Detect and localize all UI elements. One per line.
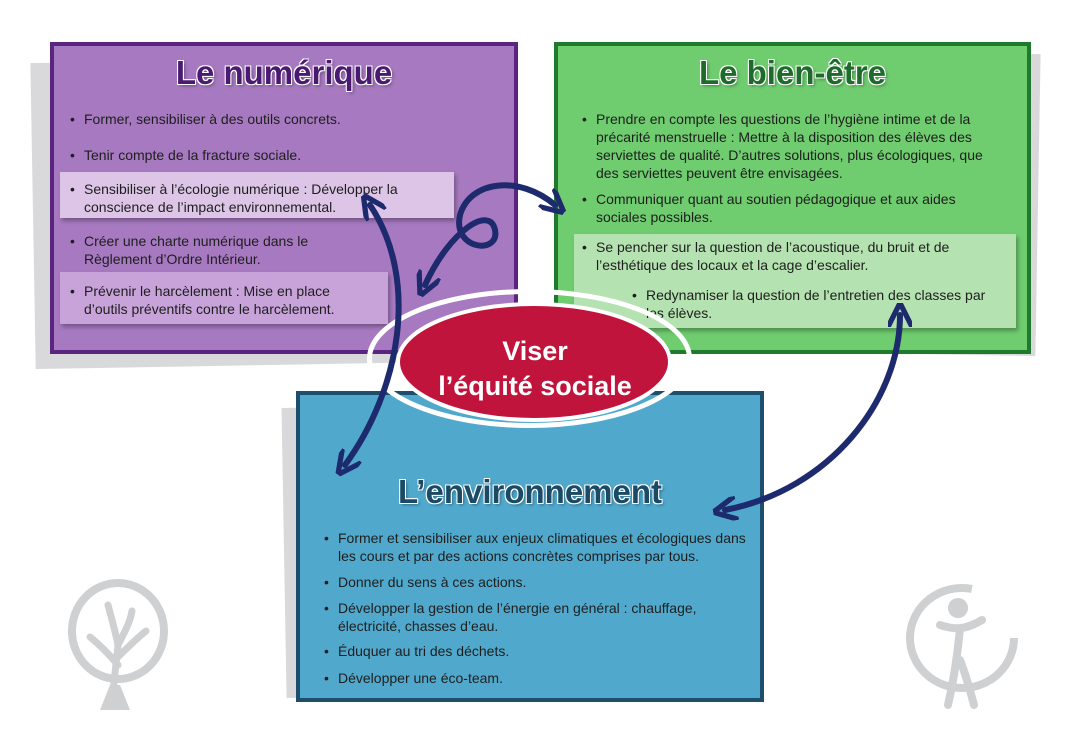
environnement-item-3: •Développer la gestion de l’énergie en g… (324, 600, 697, 634)
numerique-item-4: •Créer une charte numérique dans le Règl… (70, 233, 309, 267)
numerique-title: Le numérique (175, 54, 393, 91)
environnement-item-4: •Éduquer au tri des déchets. (324, 643, 510, 659)
environnement-card: L’environnement •Former et sensibiliser … (296, 391, 764, 702)
tree-logo-icon (68, 579, 168, 710)
bien-etre-title: Le bien-être (698, 54, 887, 91)
bien-etre-card: Le bien-être •Prendre en compte les ques… (554, 42, 1031, 354)
environnement-title: L’environnement (397, 473, 663, 510)
numerique-item-1: •Former, sensibiliser à des outils concr… (70, 111, 341, 127)
numerique-item-5: •Prévenir le harcèlement : Mise en place… (70, 283, 335, 317)
numerique-highlight-2 (60, 272, 388, 324)
bien-etre-item-2: •Communiquer quant au soutien pédagogiqu… (582, 191, 956, 225)
environnement-item-5: •Développer une éco-team. (324, 670, 503, 686)
center-label: Viser l’équité sociale (400, 334, 670, 404)
environnement-item-1: •Former et sensibiliser aux enjeux clima… (324, 530, 746, 564)
person-logo-icon (906, 584, 1018, 709)
center-label-line2: l’équité sociale (438, 371, 632, 401)
bien-etre-item-3: •Se pencher sur la question de l’acousti… (582, 239, 950, 273)
bien-etre-item-1: •Prendre en compte les questions de l’hy… (582, 111, 983, 181)
center-label-line1: Viser (502, 336, 568, 366)
numerique-card: Le numérique •Former, sensibiliser à des… (50, 42, 518, 354)
bien-etre-subitem: •Redynamiser la question de l’entretien … (632, 287, 986, 321)
numerique-item-2: •Tenir compte de la fracture sociale. (70, 147, 302, 163)
environnement-item-2: •Donner du sens à ces actions. (324, 574, 527, 590)
numerique-item-3: •Sensibiliser à l’écologie numérique : D… (70, 181, 398, 215)
